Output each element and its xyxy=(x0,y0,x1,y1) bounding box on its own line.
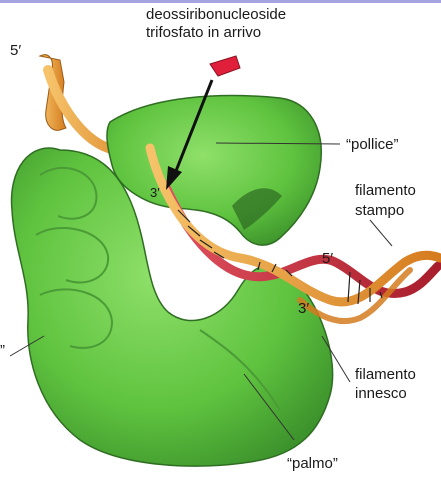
fingers-label-partial: ” xyxy=(0,342,5,359)
primer-label-line1: filamento xyxy=(355,366,416,383)
palm-label: “palmo” xyxy=(287,455,338,472)
incoming-label-line2: trifosfato in arrivo xyxy=(146,24,261,41)
incoming-nucleotide xyxy=(210,56,240,76)
incoming-label-line1: deossiribonucleoside xyxy=(146,6,286,23)
template-5prime-right: 5′ xyxy=(322,250,333,267)
template-label-line2: stampo xyxy=(355,202,404,219)
primer-label-line2: innesco xyxy=(355,385,407,402)
primer-3prime-right: 3′ xyxy=(298,300,309,317)
primer-3prime-center: 3′ xyxy=(150,184,160,201)
template-5prime-top: 5′ xyxy=(10,42,21,59)
template-label-line1: filamento xyxy=(355,182,416,199)
thumb-label: “pollice” xyxy=(346,136,399,153)
enzyme-thumb xyxy=(107,96,321,246)
